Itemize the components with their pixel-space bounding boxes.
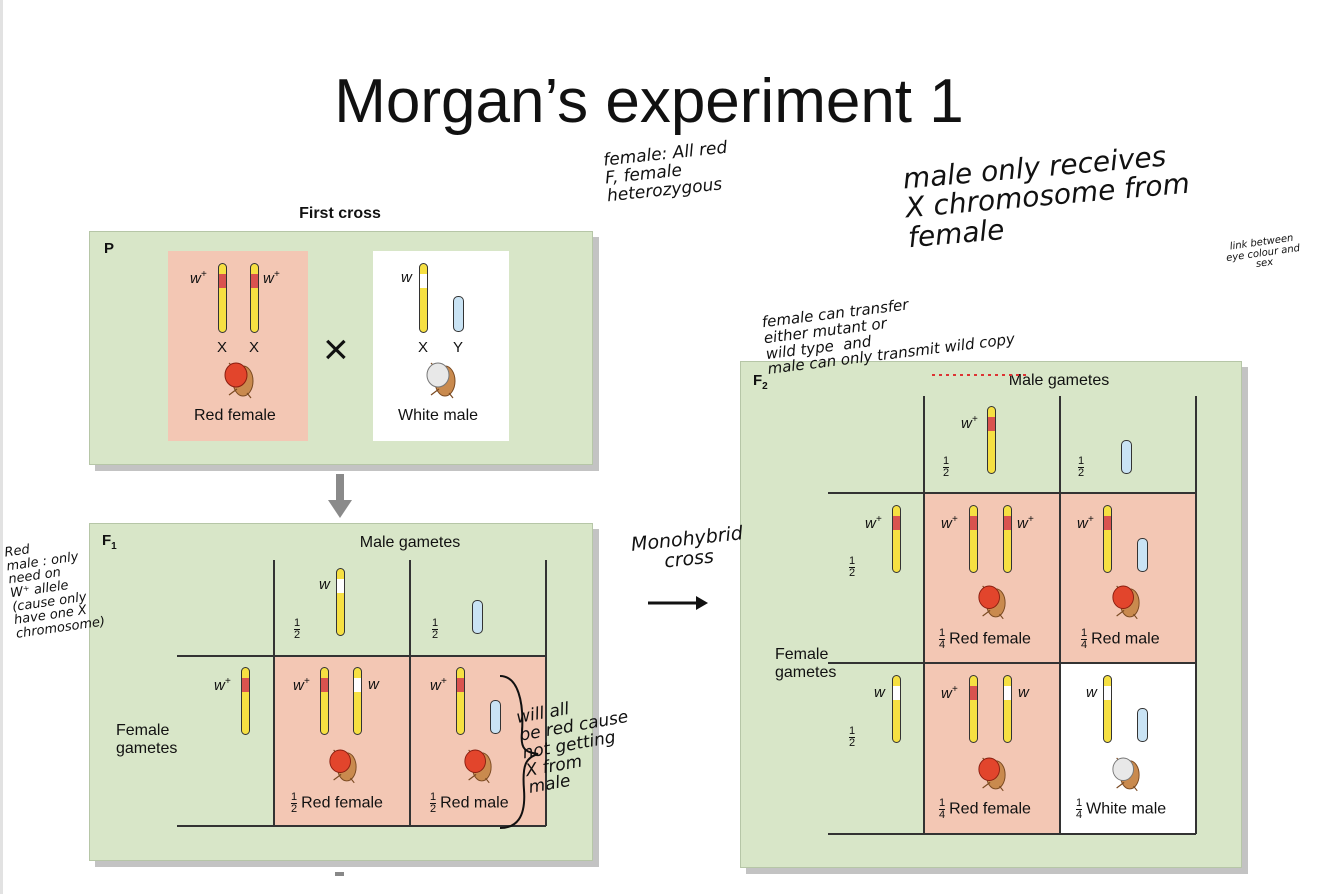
allele-label: w+ xyxy=(961,414,978,432)
allele-label: w+ xyxy=(293,676,310,694)
y-chromosome xyxy=(1137,708,1148,742)
x-chromosome xyxy=(419,263,428,333)
red-female-box: w+ w+ X X Red female xyxy=(168,251,308,441)
will-all-note: will all be red cause not getting X from… xyxy=(514,699,630,799)
x-chromosome xyxy=(218,263,227,333)
allele-label: w+ xyxy=(941,684,958,702)
y-chromosome xyxy=(453,296,464,332)
allele-label: w+ xyxy=(263,269,280,287)
red-eyed-fly-icon xyxy=(329,749,357,784)
red-female-caption: Red female xyxy=(194,407,276,424)
curly-bracket xyxy=(499,675,539,829)
red-eyed-fly-icon xyxy=(978,757,1006,792)
allele-label: w xyxy=(401,269,412,286)
f2-offspring-cell xyxy=(924,493,1060,663)
f2-offspring-cell xyxy=(1060,493,1196,663)
monohybrid-note: Monohybrid cross xyxy=(630,522,744,573)
parental-panel: P w+ w+ X X Red female × w X Y White mal… xyxy=(89,231,593,465)
cross-symbol: × xyxy=(323,325,349,374)
red-eyed-fly-icon xyxy=(1112,585,1140,620)
right-arrow-icon xyxy=(648,596,708,610)
cross-title: First cross xyxy=(299,205,381,222)
allele-label: w+ xyxy=(941,514,958,532)
white-eyed-fly-icon xyxy=(426,362,456,399)
x-chromosome xyxy=(456,667,465,735)
chromosome-label: X xyxy=(217,339,228,356)
x-chromosome xyxy=(353,667,362,735)
allele-label: w+ xyxy=(1077,514,1094,532)
x-chromosome xyxy=(1003,675,1012,743)
allele-label: w+ xyxy=(214,676,231,694)
allele-label: w+ xyxy=(865,514,882,532)
chromosome-label: Y xyxy=(453,339,464,356)
y-chromosome xyxy=(1137,538,1148,572)
continuation-mark xyxy=(335,872,344,876)
f2-offspring-cell xyxy=(924,663,1060,834)
chromosome-label: X xyxy=(418,339,429,356)
y-chromosome xyxy=(1121,440,1132,474)
allele-label: w+ xyxy=(430,676,447,694)
white-male-box: w X Y White male xyxy=(373,251,509,441)
link-note: link between eye colour and sex xyxy=(1225,232,1301,271)
female-gametes-header: Female gametes xyxy=(116,722,178,757)
x-chromosome xyxy=(969,675,978,743)
x-chromosome xyxy=(987,406,996,474)
parental-label: P xyxy=(104,240,115,257)
white-eyed-fly-icon xyxy=(1112,757,1140,792)
x-chromosome xyxy=(320,667,329,735)
red-eyed-fly-icon xyxy=(224,362,254,399)
red-male-note: Red male : only need on W⁺ allele (cause… xyxy=(3,542,107,642)
allele-label: w xyxy=(874,684,885,701)
allele-label: w xyxy=(368,676,379,693)
y-chromosome xyxy=(490,700,501,734)
male-gametes-header: Male gametes xyxy=(1008,372,1110,389)
x-chromosome xyxy=(336,568,345,636)
x-chromosome xyxy=(1103,675,1112,743)
x-chromosome xyxy=(250,263,259,333)
x-chromosome xyxy=(892,675,901,743)
f2-offspring-cell xyxy=(1060,663,1196,834)
f2-label: F2 xyxy=(753,372,768,392)
allele-label: w xyxy=(1086,684,1097,701)
male-gametes-header: Male gametes xyxy=(359,534,461,551)
f1-label: F1 xyxy=(102,532,117,552)
x-chromosome xyxy=(969,505,978,573)
white-male-caption: White male xyxy=(398,407,479,424)
red-eyed-fly-icon xyxy=(464,749,492,784)
x-chromosome xyxy=(892,505,901,573)
red-eyed-fly-icon xyxy=(978,585,1006,620)
red-dotted-line xyxy=(932,374,1028,376)
down-arrow-icon xyxy=(328,474,352,518)
slide-title: Morgan’s experiment 1 xyxy=(334,67,964,136)
male-note: male only receives X chromosome from fem… xyxy=(901,139,1192,255)
allele-label: w xyxy=(1018,684,1029,701)
female-note: female: All red F, female heterozygous xyxy=(602,137,729,207)
x-chromosome xyxy=(1003,505,1012,573)
allele-label: w xyxy=(319,576,330,593)
chromosome-label: X xyxy=(249,339,260,356)
x-chromosome xyxy=(241,667,250,735)
slide-left-edge xyxy=(0,0,3,894)
x-chromosome xyxy=(1103,505,1112,573)
allele-label: w+ xyxy=(1017,514,1034,532)
y-chromosome xyxy=(472,600,483,634)
female-gametes-header: Female gametes xyxy=(775,646,837,681)
allele-label: w+ xyxy=(190,269,207,287)
